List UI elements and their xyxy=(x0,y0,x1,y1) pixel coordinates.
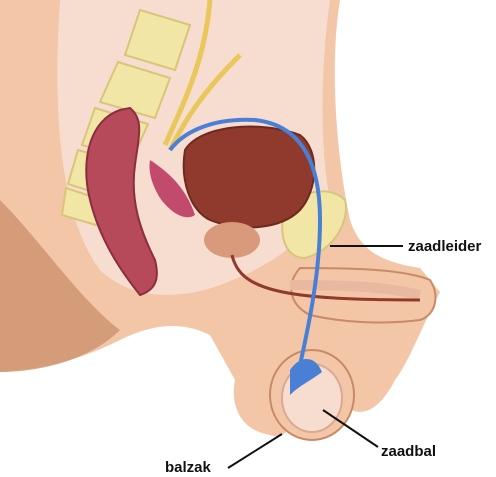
label-scrotum: balzak xyxy=(165,460,211,475)
leader-line-balzak xyxy=(228,434,282,468)
bladder xyxy=(184,127,315,228)
label-testis: zaadbal xyxy=(381,444,436,459)
label-vas-deferens: zaadleider xyxy=(408,239,481,254)
prostate xyxy=(204,222,260,258)
